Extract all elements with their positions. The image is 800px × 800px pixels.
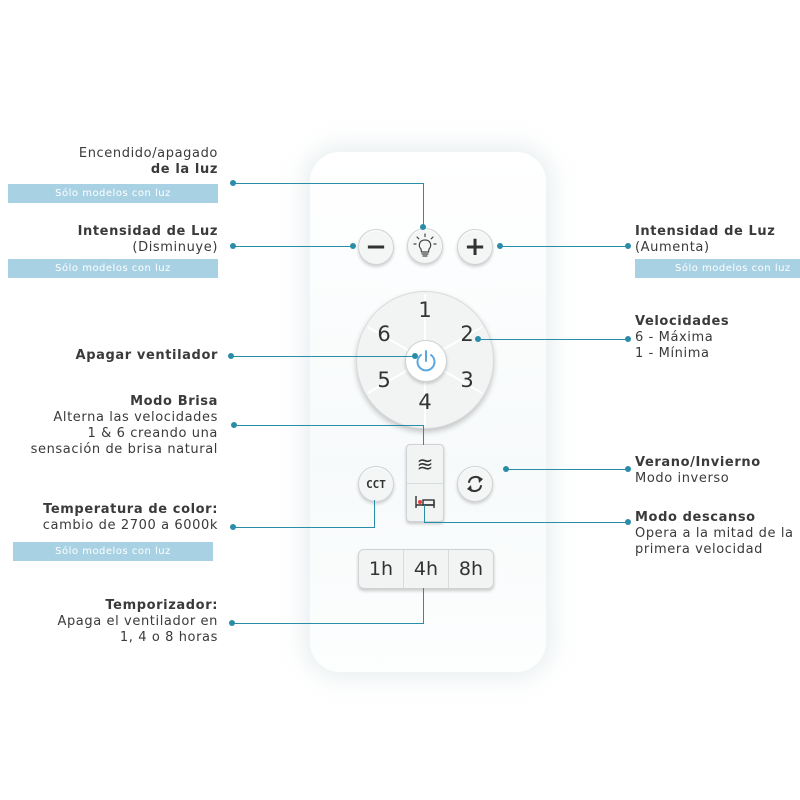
leader-light-toggle-v <box>423 183 424 227</box>
label-breeze-line3: sensación de brisa natural <box>30 442 218 457</box>
leader-light-toggle-start <box>230 180 236 186</box>
label-speeds-line1: 6 - Máxima <box>635 330 714 345</box>
label-breeze-line2: 1 & 6 creando una <box>87 426 218 441</box>
power-icon <box>416 350 436 372</box>
label-light-down-sub: (Disminuye) <box>132 240 218 255</box>
rest-mode-button[interactable] <box>407 483 443 521</box>
label-speeds: Velocidades 6 - Máxima 1 - Mínima <box>635 314 729 362</box>
leader-light-down <box>233 246 353 247</box>
timer-1h-button[interactable]: 1h <box>359 550 404 588</box>
speed-3-button[interactable]: 3 <box>460 368 474 392</box>
timer-4h-button[interactable]: 4h <box>404 550 449 588</box>
speed-wheel: 1 2 3 4 5 6 <box>356 291 494 429</box>
label-cct: Temperatura de color: cambio de 2700 a 6… <box>43 502 218 534</box>
leader-rest <box>424 522 628 523</box>
tag-light-up: Sólo modelos con luz <box>635 259 800 278</box>
leader-cct-start <box>230 524 236 530</box>
label-light-down-title: Intensidad de Luz <box>77 224 218 239</box>
light-down-button[interactable]: − <box>358 229 394 265</box>
label-timer-line2: 1, 4 o 8 horas <box>119 630 218 645</box>
leader-light-down-end <box>350 243 356 249</box>
leader-breeze <box>234 425 424 426</box>
leader-reverse-end <box>625 466 631 472</box>
leader-speeds-start <box>475 336 481 342</box>
minus-icon: − <box>365 232 387 262</box>
label-cct-title: Temperatura de color: <box>43 502 218 517</box>
light-toggle-button[interactable] <box>407 228 443 264</box>
tag-cct: Sólo modelos con luz <box>13 542 213 561</box>
leader-light-toggle <box>233 183 424 184</box>
label-speeds-title: Velocidades <box>635 314 730 329</box>
speed-6-button[interactable]: 6 <box>377 322 391 346</box>
label-timer-line1: Apaga el ventilador en <box>57 614 218 629</box>
label-reverse-sub: Modo inverso <box>635 471 730 486</box>
label-reverse: Verano/Invierno Modo inverso <box>635 455 761 487</box>
fan-off-button[interactable] <box>405 340 447 382</box>
leader-fan-off-start <box>228 353 234 359</box>
label-speeds-line2: 1 - Mínima <box>635 346 710 361</box>
timer-8h-button[interactable]: 8h <box>458 558 484 580</box>
breeze-icon: ≋ <box>416 452 434 476</box>
leader-breeze-v <box>423 425 424 445</box>
label-light-up: Intensidad de Luz (Aumenta) <box>635 224 775 256</box>
plus-icon: + <box>464 232 486 262</box>
leader-rest-v <box>424 505 425 523</box>
leader-timer-v <box>423 588 424 624</box>
label-cct-sub: cambio de 2700 a 6000k <box>42 518 218 533</box>
label-fan-off-title: Apagar ventilador <box>75 348 218 363</box>
light-up-button[interactable]: + <box>457 229 493 265</box>
label-timer-title: Temporizador: <box>105 598 218 613</box>
reverse-button[interactable] <box>457 466 493 502</box>
breeze-rest-pill: ≋ <box>406 444 444 522</box>
breeze-button[interactable]: ≋ <box>407 445 443 484</box>
speed-5-button[interactable]: 5 <box>377 368 391 392</box>
label-timer: Temporizador: Apaga el ventilador en 1, … <box>57 598 218 646</box>
leader-fan-off <box>231 356 415 357</box>
leader-light-toggle-end <box>420 224 426 230</box>
label-rest: Modo descanso Opera a la mitad de la pri… <box>635 510 794 558</box>
leader-light-up <box>500 246 628 247</box>
label-light-up-sub: (Aumenta) <box>635 240 710 255</box>
tag-light-down: Sólo modelos con luz <box>8 259 218 278</box>
leader-light-up-start <box>497 243 503 249</box>
leader-cct <box>233 527 375 528</box>
label-light-up-title: Intensidad de Luz <box>635 224 776 239</box>
speed-4-button[interactable]: 4 <box>418 390 432 414</box>
label-light-toggle: Encendido/apagado de la luz <box>79 146 218 178</box>
speed-2-button[interactable]: 2 <box>460 322 474 346</box>
leader-reverse <box>506 469 628 470</box>
label-rest-title: Modo descanso <box>635 510 756 525</box>
label-rest-line1: Opera a la mitad de la <box>635 526 794 541</box>
leader-fan-off-end <box>412 353 418 359</box>
label-light-down: Intensidad de Luz (Disminuye) <box>78 224 218 256</box>
label-reverse-title: Verano/Invierno <box>635 455 761 470</box>
label-fan-off: Apagar ventilador <box>76 348 218 364</box>
cct-button[interactable]: CCT <box>358 466 394 502</box>
leader-light-down-start <box>230 243 236 249</box>
leader-reverse-start <box>503 466 509 472</box>
cct-label: CCT <box>366 477 386 491</box>
bed-icon <box>415 496 435 508</box>
label-rest-line2: primera velocidad <box>635 542 763 557</box>
leader-light-up-end <box>625 243 631 249</box>
leader-speeds <box>478 339 628 340</box>
reverse-icon <box>467 475 483 493</box>
leader-cct-v <box>374 500 375 528</box>
leader-timer-start <box>229 620 235 626</box>
tag-light-toggle: Sólo modelos con luz <box>8 184 218 203</box>
leader-rest-end <box>625 519 631 525</box>
label-breeze-line1: Alterna las velocidades <box>53 410 218 425</box>
bulb-icon <box>413 233 437 257</box>
leader-breeze-start <box>231 422 237 428</box>
leader-speeds-end <box>625 336 631 342</box>
timer-strip: 1h 4h 8h <box>358 549 494 589</box>
leader-timer <box>232 623 424 624</box>
label-light-toggle-line1: Encendido/apagado <box>78 146 218 161</box>
label-breeze: Modo Brisa Alterna las velocidades 1 & 6… <box>31 394 218 458</box>
label-breeze-title: Modo Brisa <box>130 394 218 409</box>
speed-1-button[interactable]: 1 <box>418 298 432 322</box>
label-light-toggle-line2: de la luz <box>150 162 218 177</box>
